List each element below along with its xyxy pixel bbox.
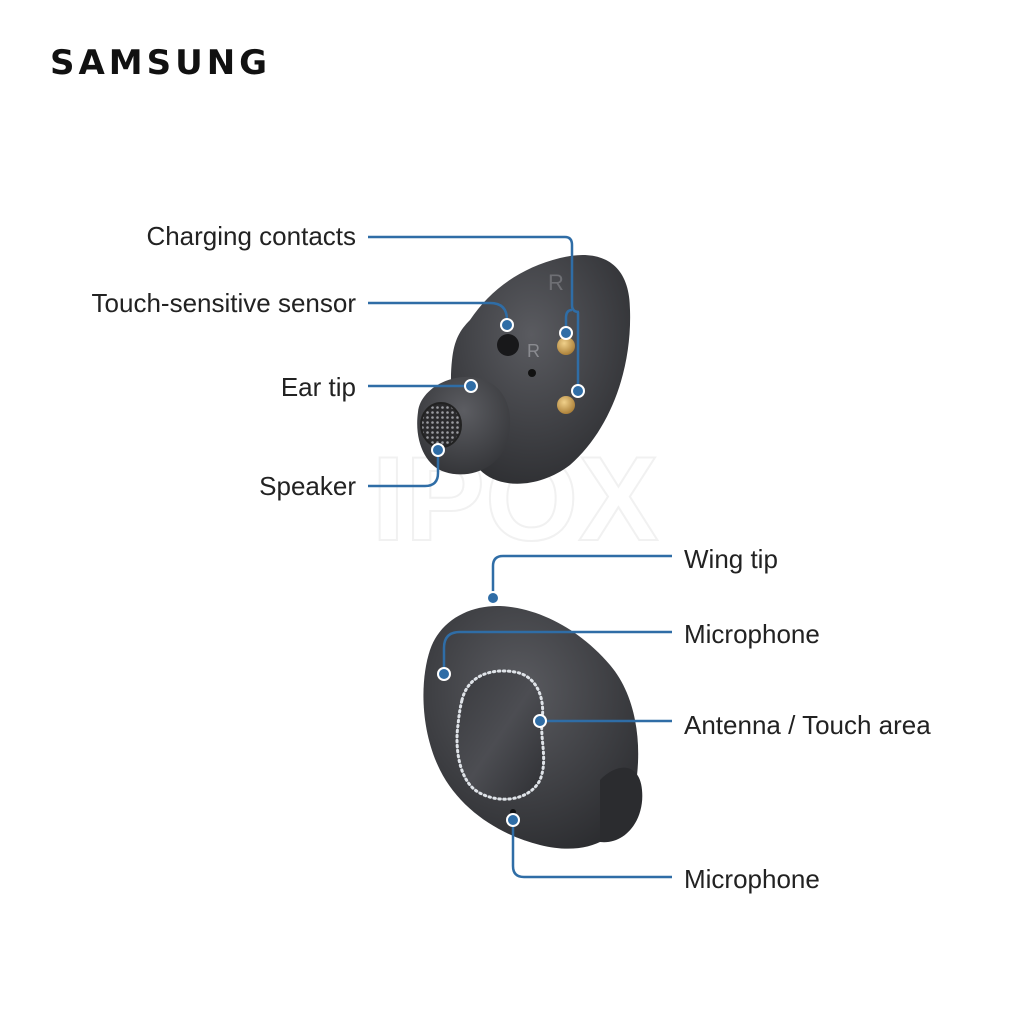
label-wing-tip: Wing tip bbox=[684, 544, 778, 574]
dot-ear-tip bbox=[464, 379, 478, 393]
inner-mic-dot bbox=[528, 369, 536, 377]
earbud-r-marking-top: R bbox=[548, 270, 564, 295]
leader-lines bbox=[368, 235, 672, 879]
leader-charging-contacts bbox=[368, 235, 580, 388]
charging-contact-lower bbox=[557, 396, 575, 414]
leader-microphone-bottom bbox=[511, 822, 672, 879]
samsung-logo: SAMSUNG bbox=[50, 43, 272, 83]
label-charging-contacts: Charging contacts bbox=[146, 221, 356, 251]
leader-charging-contacts-branch bbox=[564, 308, 573, 330]
leader-microphone-top bbox=[442, 630, 672, 672]
dot-wing-tip bbox=[486, 591, 500, 605]
earbud-outer-view bbox=[423, 605, 643, 849]
dot-charging-upper bbox=[559, 326, 573, 340]
label-microphone-top: Microphone bbox=[684, 619, 820, 649]
dot-microphone-top bbox=[437, 667, 451, 681]
label-speaker: Speaker bbox=[259, 471, 356, 501]
leader-touch-sensor bbox=[368, 301, 509, 321]
label-microphone-bottom: Microphone bbox=[684, 864, 820, 894]
dot-microphone-bottom bbox=[506, 813, 520, 827]
leader-dots bbox=[431, 318, 585, 827]
speaker-mesh bbox=[420, 402, 462, 448]
label-touch-sensitive-sensor: Touch-sensitive sensor bbox=[91, 288, 356, 318]
dot-speaker bbox=[431, 443, 445, 457]
dot-charging-lower bbox=[571, 384, 585, 398]
leader-wing-tip bbox=[491, 554, 672, 595]
leader-speaker bbox=[368, 452, 440, 488]
label-ear-tip: Ear tip bbox=[280, 372, 356, 402]
charging-contact-upper bbox=[557, 337, 575, 355]
dot-touch-sensor bbox=[500, 318, 514, 332]
dot-antenna bbox=[533, 714, 547, 728]
touch-sensor-hole bbox=[497, 334, 519, 356]
touch-pad bbox=[455, 669, 546, 801]
label-antenna-touch-area: Antenna / Touch area bbox=[684, 710, 931, 740]
outer-ear-tip bbox=[600, 767, 643, 843]
earbud-r-marking-face: R bbox=[527, 341, 540, 361]
